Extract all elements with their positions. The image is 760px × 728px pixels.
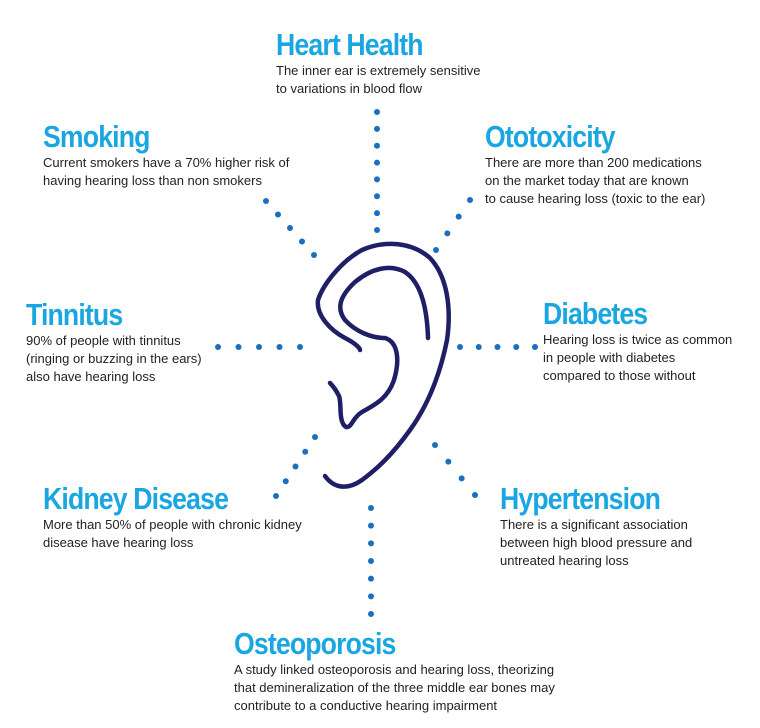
connector-dot xyxy=(368,505,374,511)
topic-title: Diabetes xyxy=(543,296,648,331)
topic-title: Tinnitus xyxy=(26,297,123,332)
connector-dot xyxy=(433,247,439,253)
ear-icon xyxy=(315,241,451,489)
connector-dot xyxy=(472,492,478,498)
connector-dot xyxy=(494,344,501,350)
topic-smoking: Smoking Current smokers have a 70% highe… xyxy=(43,120,289,190)
topic-ototoxicity: Ototoxicity There are more than 200 medi… xyxy=(485,120,705,208)
connector-dot xyxy=(215,344,221,350)
connector-dot xyxy=(292,463,299,470)
connector-dot xyxy=(368,575,374,582)
topic-tinnitus: Tinnitus 90% of people with tinnitus (ri… xyxy=(26,298,202,386)
topic-description: Current smokers have a 70% higher risk o… xyxy=(43,155,290,188)
connector-dot xyxy=(513,344,520,350)
topic-description: Hearing loss is twice as common in peopl… xyxy=(543,332,733,383)
connector-dot xyxy=(276,344,283,350)
connector-dot xyxy=(374,193,380,200)
topic-kidney-disease: Kidney Disease More than 50% of people w… xyxy=(43,482,302,552)
connector-dot xyxy=(368,540,374,547)
connector-dot xyxy=(374,210,380,217)
topic-hypertension: Hypertension There is a significant asso… xyxy=(500,482,692,570)
connector-dot xyxy=(455,213,462,220)
topic-description: A study linked osteoporosis and hearing … xyxy=(234,662,555,713)
topic-osteoporosis: Osteoporosis A study linked osteoporosis… xyxy=(234,627,555,715)
topic-diabetes: Diabetes Hearing loss is twice as common… xyxy=(543,297,732,385)
connector-dot xyxy=(374,227,380,233)
connector-dot xyxy=(235,344,242,350)
connector-dot xyxy=(287,225,293,231)
connector-dot xyxy=(299,238,305,245)
connector-dot xyxy=(444,230,451,237)
connector-dot xyxy=(368,611,374,617)
connector-dot xyxy=(374,142,380,149)
connector-dot xyxy=(256,344,262,350)
topic-title: Ototoxicity xyxy=(485,119,616,154)
connector-dot xyxy=(368,558,374,564)
connector-dot xyxy=(532,344,538,350)
topic-title: Kidney Disease xyxy=(43,481,229,516)
connector-dot xyxy=(302,448,309,455)
connector-dot xyxy=(368,522,374,529)
topic-title: Heart Health xyxy=(276,27,424,62)
topic-heart-health: Heart Health The inner ear is extremely … xyxy=(276,28,480,98)
connector-dot xyxy=(458,475,465,482)
dotted-connectors xyxy=(215,109,538,617)
topic-description: There is a significant association betwe… xyxy=(500,517,693,568)
connector-dot xyxy=(374,159,380,166)
topic-title: Smoking xyxy=(43,119,150,154)
connector-dot xyxy=(263,198,269,204)
connector-dot xyxy=(297,344,303,350)
connector-dot xyxy=(457,344,463,350)
connector-dot xyxy=(282,478,289,485)
topic-description: The inner ear is extremely sensitive to … xyxy=(276,63,481,96)
topic-title: Hypertension xyxy=(500,481,661,516)
connector-dot xyxy=(475,344,482,350)
connector-dot xyxy=(312,434,318,440)
connector-dot xyxy=(374,109,380,115)
connector-dot xyxy=(432,442,438,448)
connector-dot xyxy=(374,176,380,183)
connector-dot xyxy=(467,197,473,203)
topic-title: Osteoporosis xyxy=(234,626,396,661)
connector-dot xyxy=(374,125,380,132)
connector-dot xyxy=(311,252,317,258)
connector-dot xyxy=(368,593,374,600)
topic-description: 90% of people with tinnitus (ringing or … xyxy=(26,333,202,384)
topic-description: More than 50% of people with chronic kid… xyxy=(43,517,302,550)
connector-dot xyxy=(273,493,279,499)
topic-description: There are more than 200 medications on t… xyxy=(485,155,706,206)
connector-dot xyxy=(275,211,281,218)
connector-dot xyxy=(445,458,452,465)
